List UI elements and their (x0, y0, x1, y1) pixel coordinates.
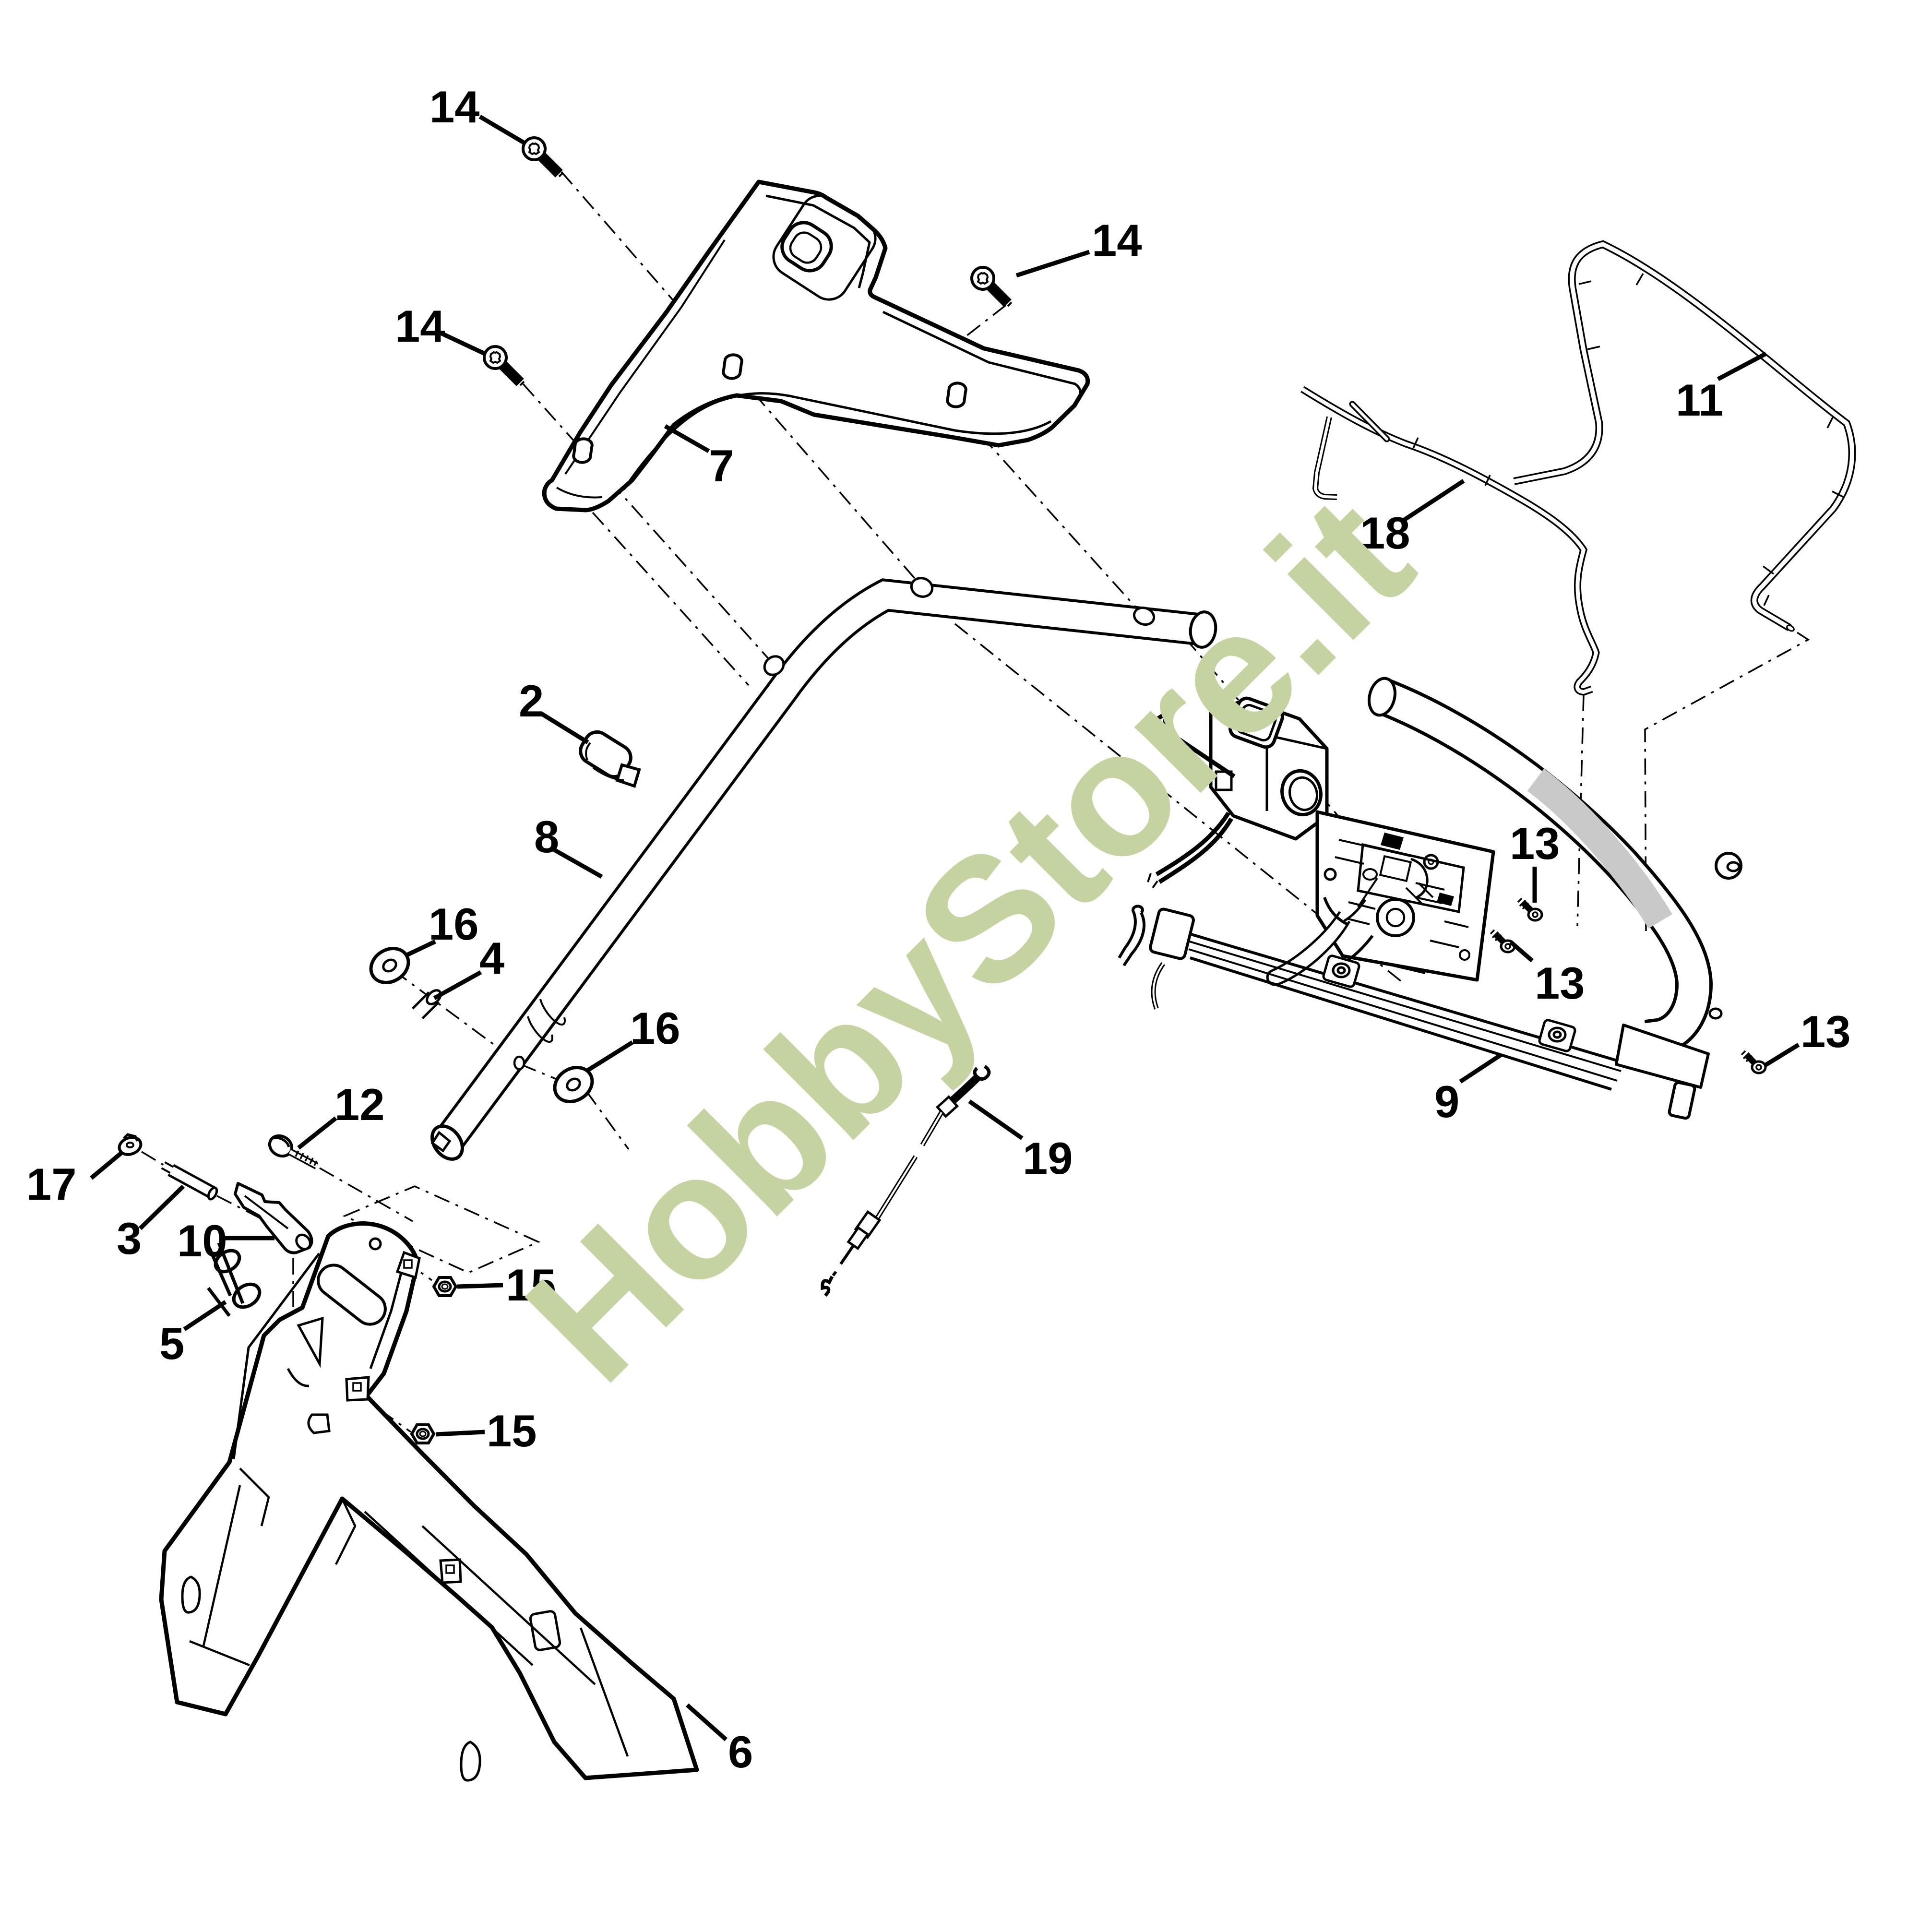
svg-text:4: 4 (479, 933, 504, 983)
svg-text:12: 12 (334, 1079, 385, 1130)
svg-text:11: 11 (1676, 375, 1723, 425)
svg-text:18: 18 (1360, 508, 1410, 558)
svg-text:17: 17 (26, 1159, 77, 1209)
svg-text:1: 1 (1153, 703, 1178, 753)
svg-text:14: 14 (429, 82, 480, 132)
svg-text:3: 3 (117, 1213, 142, 1264)
svg-text:16: 16 (630, 1003, 680, 1053)
svg-text:15: 15 (506, 1260, 556, 1310)
svg-text:7: 7 (709, 441, 734, 491)
svg-text:8: 8 (534, 811, 559, 862)
svg-text:14: 14 (395, 301, 445, 351)
svg-text:13: 13 (1801, 1006, 1851, 1057)
svg-text:2: 2 (519, 676, 544, 726)
svg-text:9: 9 (1434, 1076, 1459, 1127)
svg-text:14: 14 (1092, 215, 1142, 265)
svg-text:6: 6 (728, 1727, 753, 1777)
svg-text:10: 10 (177, 1216, 227, 1266)
svg-text:5: 5 (159, 1318, 184, 1369)
svg-text:15: 15 (487, 1406, 537, 1456)
svg-text:13: 13 (1535, 958, 1585, 1008)
svg-text:13: 13 (1510, 818, 1560, 869)
svg-text:16: 16 (429, 899, 479, 949)
svg-text:19: 19 (1023, 1133, 1073, 1183)
